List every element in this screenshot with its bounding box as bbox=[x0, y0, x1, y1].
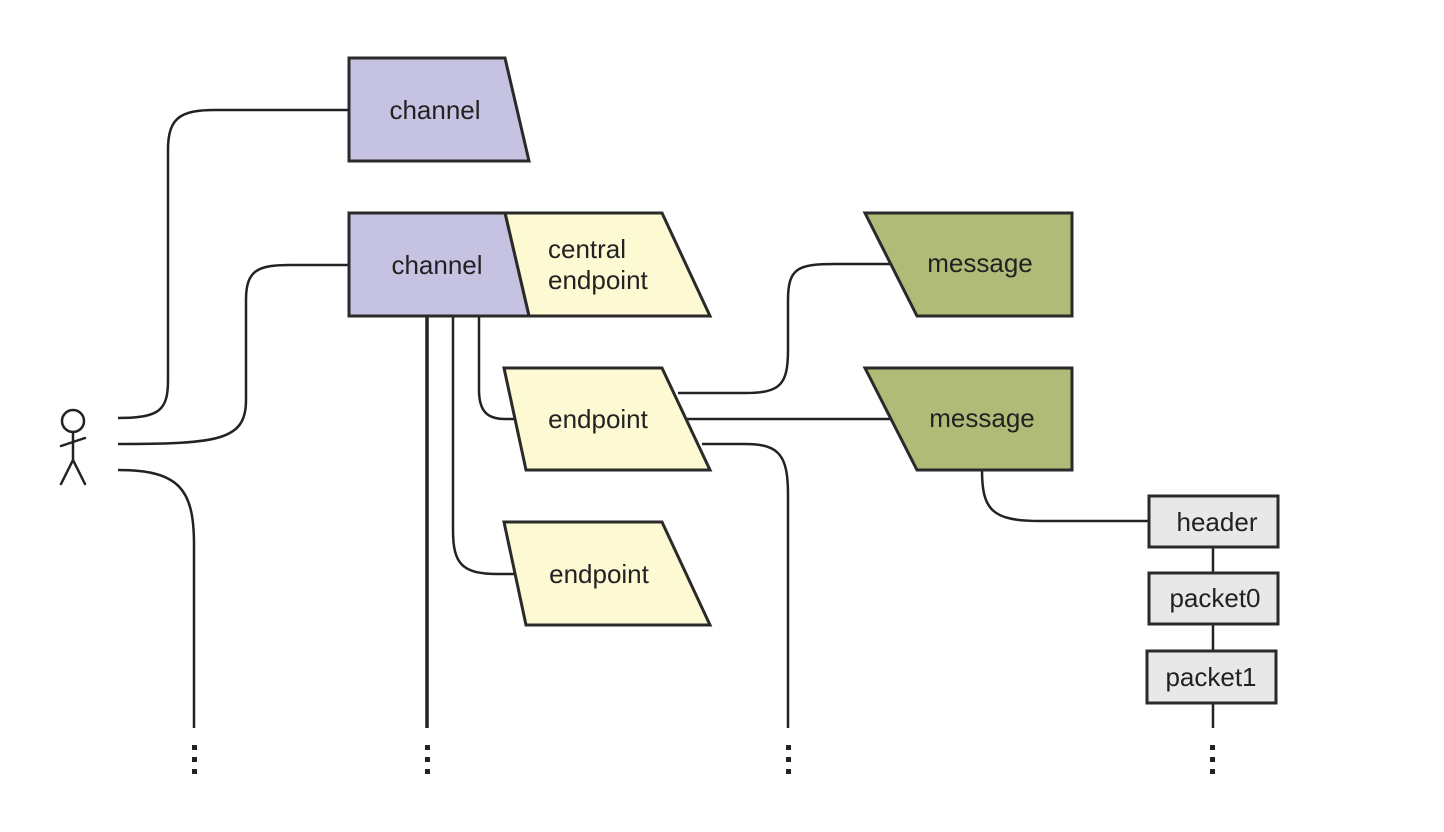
header-box bbox=[1147, 494, 1280, 549]
ellipsis-dots-3 bbox=[786, 757, 791, 762]
packet0-node: packet0 bbox=[1147, 571, 1280, 626]
wire-message-header bbox=[980, 469, 1149, 523]
connectors bbox=[117, 108, 1215, 728]
endpoint-label-1: endpoint bbox=[548, 404, 649, 434]
packet1-box bbox=[1145, 649, 1278, 705]
stick-figure-icon bbox=[59, 408, 87, 486]
actor-body bbox=[59, 430, 87, 486]
actor-head bbox=[60, 408, 86, 434]
message-shape-1 bbox=[862, 211, 1074, 318]
ellipsis-dots-1 bbox=[192, 769, 197, 774]
wire-channel-endpoint-2 bbox=[451, 316, 516, 576]
wire-actor-down bbox=[117, 468, 196, 728]
endpoint-shape-2 bbox=[502, 520, 713, 627]
channel-node-1: channel bbox=[347, 56, 531, 163]
channel-label-2: channel bbox=[391, 250, 482, 280]
packet1-node: packet1 bbox=[1145, 649, 1278, 705]
wire-channel-endpoint-1 bbox=[477, 316, 515, 421]
endpoint-node-1: endpoint bbox=[502, 366, 713, 472]
packet1-label: packet1 bbox=[1165, 662, 1256, 692]
channel-shape-1 bbox=[347, 56, 531, 163]
header-node: header bbox=[1147, 494, 1280, 549]
channel-shape-2 bbox=[347, 211, 531, 318]
message-node-2: message bbox=[862, 366, 1074, 472]
ellipsis-dots-3 bbox=[786, 745, 791, 750]
vertical-ellipsis-icon bbox=[192, 745, 1215, 774]
endpoint-label-2: endpoint bbox=[549, 559, 650, 589]
central-endpoint-label: central endpoint bbox=[548, 234, 649, 295]
packet0-box bbox=[1147, 571, 1280, 626]
header-label: header bbox=[1177, 507, 1258, 537]
ellipsis-dots-4 bbox=[1210, 757, 1215, 762]
ellipsis-dots-2 bbox=[425, 769, 430, 774]
message-shape-2 bbox=[862, 366, 1074, 472]
wire-actor-channel-1 bbox=[117, 108, 349, 420]
wire-endpoint-message-1 bbox=[678, 262, 891, 395]
wire-actor-channel-2 bbox=[117, 263, 349, 446]
central-endpoint-node: central endpoint bbox=[503, 211, 713, 318]
message-label-1: message bbox=[927, 248, 1033, 278]
ellipsis-dots-4 bbox=[1210, 745, 1215, 750]
ellipsis-dots-2 bbox=[425, 745, 430, 750]
channel-node-2: channel bbox=[347, 211, 531, 318]
wire-endpoint-down bbox=[702, 442, 790, 728]
message-label-2: message bbox=[929, 403, 1035, 433]
central-endpoint-line-2: endpoint bbox=[548, 265, 649, 295]
ellipsis-dots-1 bbox=[192, 757, 197, 762]
ellipsis-dots-4 bbox=[1210, 769, 1215, 774]
ellipsis-dots-1 bbox=[192, 745, 197, 750]
ellipsis-dots-2 bbox=[425, 757, 430, 762]
ellipsis-dots-3 bbox=[786, 769, 791, 774]
endpoint-node-2: endpoint bbox=[502, 520, 713, 627]
central-endpoint-line-1: central bbox=[548, 234, 626, 264]
packet0-label: packet0 bbox=[1169, 583, 1260, 613]
channel-label-1: channel bbox=[389, 95, 480, 125]
endpoint-shape-1 bbox=[502, 366, 713, 472]
message-node-1: message bbox=[862, 211, 1074, 318]
